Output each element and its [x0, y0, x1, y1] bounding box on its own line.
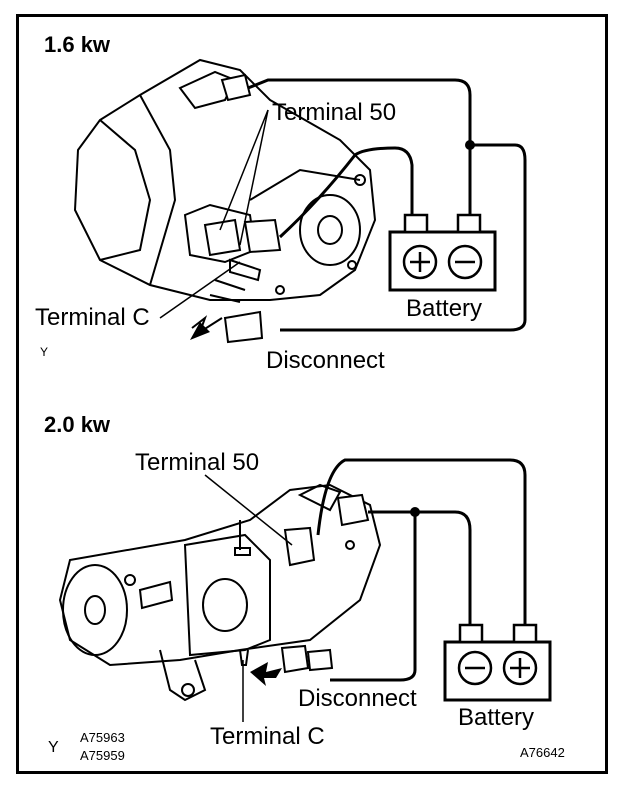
- bottom-terminalc-label: Terminal C: [210, 723, 325, 750]
- top-wire-junction: [465, 140, 475, 150]
- bottom-battery: [443, 623, 552, 702]
- top-leader-lines: [159, 109, 269, 319]
- bottom-panel: 2.0 kw: [44, 412, 565, 763]
- figure-code-1: A75963: [80, 730, 125, 745]
- bottom-connectors: [280, 493, 370, 674]
- bottom-wires: [316, 458, 527, 682]
- figure-code-3: A76642: [520, 745, 565, 760]
- bottom-battery-label: Battery: [458, 704, 534, 731]
- top-starter-motor: [73, 58, 377, 303]
- bottom-wire-junction: [410, 507, 420, 517]
- top-terminal50-label: Terminal 50: [272, 99, 396, 126]
- top-arrowhead-icon: [190, 322, 210, 340]
- bottom-leader-lines: [204, 474, 293, 722]
- top-wires: [247, 78, 527, 332]
- bottom-terminal50-label: Terminal 50: [135, 449, 259, 476]
- bottom-starter-motor: [58, 483, 382, 702]
- top-view-mark: Y: [40, 345, 48, 359]
- top-title: 1.6 kw: [44, 32, 111, 57]
- top-panel: 1.6 kw: [35, 32, 527, 374]
- bottom-title: 2.0 kw: [44, 412, 111, 437]
- top-terminalc-label: Terminal C: [35, 304, 150, 331]
- top-disconnect-label: Disconnect: [266, 347, 385, 374]
- bottom-disconnect-arrow-icon: [250, 662, 282, 686]
- top-battery-label: Battery: [406, 295, 482, 322]
- top-terminal50-connector: [203, 73, 282, 344]
- figure-code-2: A75959: [80, 748, 125, 763]
- top-battery: [388, 213, 497, 292]
- bottom-view-mark: Y: [48, 739, 59, 756]
- bottom-disconnect-label: Disconnect: [298, 685, 417, 712]
